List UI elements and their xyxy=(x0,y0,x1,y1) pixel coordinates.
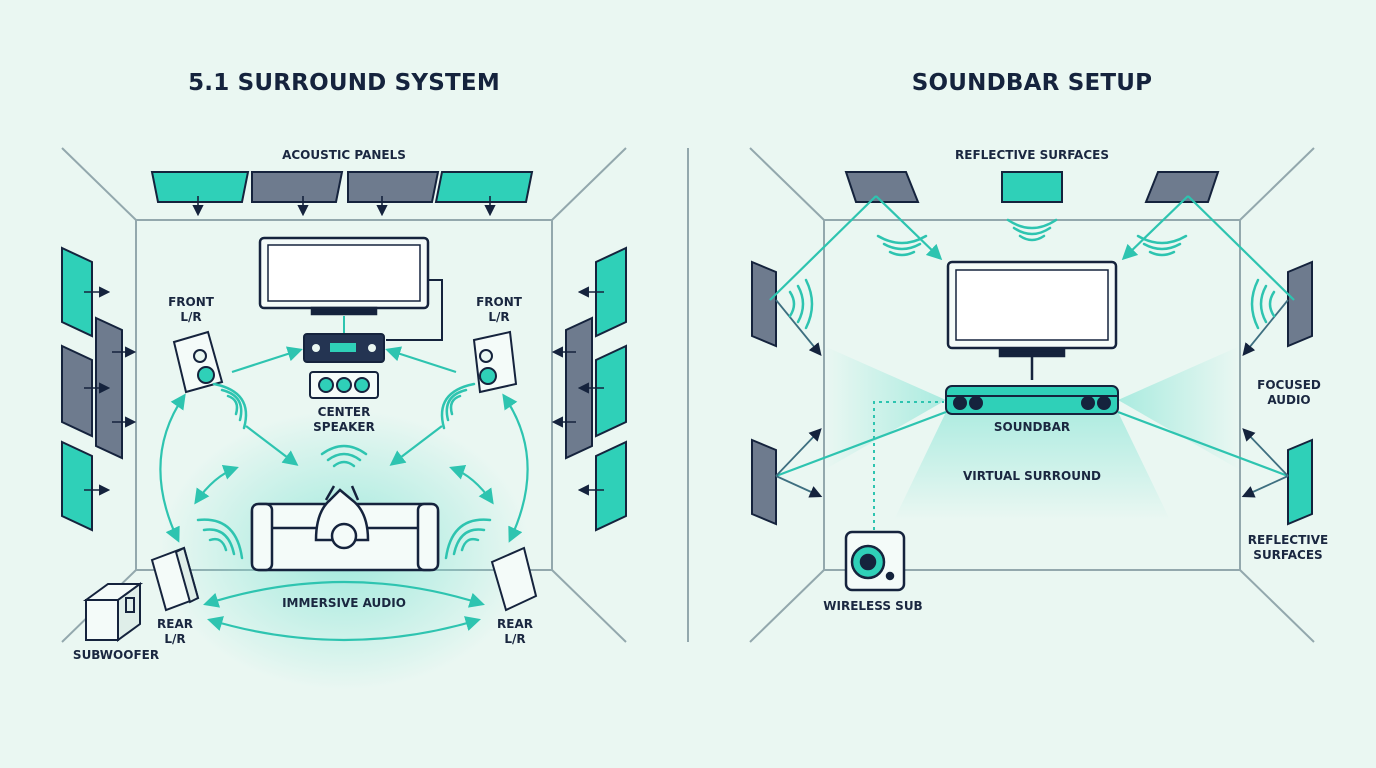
top-panel-arrows xyxy=(192,196,496,217)
right-wall-arrows xyxy=(551,286,604,496)
sofa-with-listener-icon xyxy=(250,485,440,572)
rear-left-label: REAR L/R xyxy=(157,617,193,646)
soundbar-label: SOUNDBAR xyxy=(993,420,1071,434)
center-speaker-icon xyxy=(309,371,379,399)
av-receiver-icon xyxy=(303,333,385,363)
right-sound-waves xyxy=(788,218,1276,330)
focused-beam-left xyxy=(824,346,946,470)
center-speaker-label: CENTER SPEAKER xyxy=(313,405,375,434)
subwoofer-label: SUBWOOFER xyxy=(72,648,160,662)
top-acoustic-panels xyxy=(150,171,534,203)
reflective-surfaces-right-label: REFLECTIVE SURFACES xyxy=(1247,533,1329,562)
right-wall-panels xyxy=(565,246,627,532)
side-reflective-panels xyxy=(751,260,1313,526)
virtual-surround-beam xyxy=(894,412,1170,520)
focused-beam-right xyxy=(1118,346,1240,470)
soundbar-tv-icon xyxy=(946,260,1118,380)
front-left-label: FRONT L/R xyxy=(168,295,214,324)
right-return-arrows xyxy=(775,299,1289,498)
left-title: 5.1 SURROUND SYSTEM xyxy=(188,70,500,96)
immersive-audio-label: IMMERSIVE AUDIO xyxy=(282,596,406,610)
sub-wireless-link xyxy=(873,401,944,530)
front-left-speaker-icon xyxy=(172,330,224,394)
rear-right-label: REAR L/R xyxy=(497,617,533,646)
left-audio-paths xyxy=(159,346,529,642)
rear-left-speaker-icon xyxy=(150,546,200,612)
right-reflection-paths xyxy=(769,195,1295,478)
focused-audio-label: FOCUSED AUDIO xyxy=(1257,378,1321,407)
acoustic-panels-label: ACOUSTIC PANELS xyxy=(282,148,406,162)
right-title: SOUNDBAR SETUP xyxy=(911,70,1153,96)
top-reflective-panels xyxy=(844,171,1220,203)
subwoofer-icon xyxy=(82,582,144,642)
virtual-surround-label: VIRTUAL SURROUND xyxy=(963,469,1101,483)
left-wall-panels xyxy=(61,246,123,532)
soundbar-icon xyxy=(945,385,1119,415)
tv-receiver-cable xyxy=(386,279,443,341)
wireless-sub-label: WIRELESS SUB xyxy=(823,599,923,613)
front-right-label: FRONT L/R xyxy=(476,295,522,324)
left-sound-waves xyxy=(196,382,492,560)
front-right-speaker-icon xyxy=(472,330,518,394)
wireless-sub-icon xyxy=(844,530,906,592)
rear-right-speaker-icon xyxy=(490,546,538,612)
left-wall-arrows xyxy=(84,286,137,496)
tv-icon xyxy=(258,236,430,316)
reflective-surfaces-top-label: REFLECTIVE SURFACES xyxy=(955,148,1109,162)
